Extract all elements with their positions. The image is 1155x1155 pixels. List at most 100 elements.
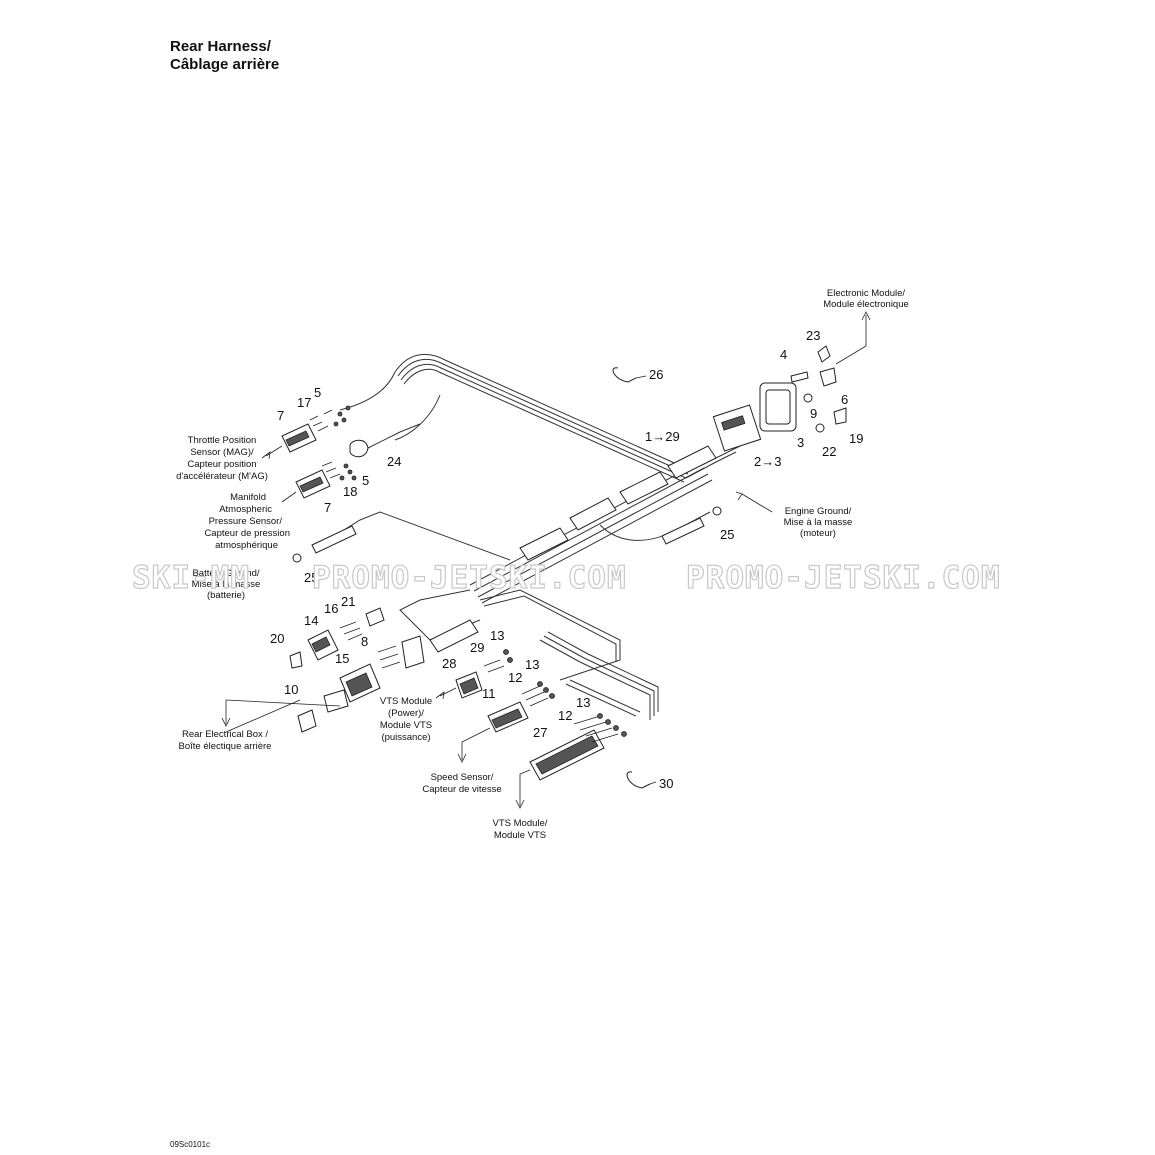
- nut-part-22: [815, 423, 825, 433]
- cover-part-8: [401, 635, 425, 669]
- electronic-module-part-3: [712, 404, 762, 452]
- part-number-5a: 5: [314, 385, 321, 400]
- watermark-center: PROMO-JETSKI.COM: [312, 560, 627, 596]
- lock-part-10: [297, 709, 317, 733]
- part-number-13c: 13: [576, 695, 590, 710]
- callout-battery-ground-line1: Battery Ground/: [192, 568, 259, 579]
- part-number-29: 29: [470, 640, 484, 655]
- part-number-28: 28: [442, 656, 456, 671]
- callout-engine-ground-line3: (moteur): [800, 528, 836, 539]
- terminals-part-12a: [521, 685, 549, 707]
- part-number-25a: 25: [720, 527, 734, 542]
- seal-set-part-5b: [339, 463, 357, 481]
- terminal-part-23: [817, 345, 831, 363]
- tie-wrap-26: [612, 367, 647, 383]
- seals-part-13c: [597, 713, 627, 737]
- part-number-16: 16: [324, 601, 338, 616]
- part-number-13a: 13: [490, 628, 504, 643]
- callout-throttle-line4: d'accélérateur (M'AG): [176, 471, 268, 482]
- seal-set-part-5a: [333, 405, 351, 427]
- callout-throttle-line2: Sensor (MAG)/: [190, 447, 254, 458]
- part-number-9: 9: [810, 406, 817, 421]
- part-number-19: 19: [849, 431, 863, 446]
- part-number-14: 14: [304, 613, 318, 628]
- callout-electronic-module-line2: Module électronique: [823, 299, 909, 310]
- callout-manifold-line4: Capteur de pression: [204, 528, 290, 539]
- screw-part-4: [790, 371, 809, 383]
- terminals-part-8: [377, 645, 401, 669]
- part-number-1-29: 1→29: [645, 429, 680, 444]
- part-number-5b: 5: [362, 473, 369, 488]
- part-number-6: 6: [841, 392, 848, 407]
- part-number-7b: 7: [324, 500, 331, 515]
- callout-rear-box-line2: Boîte électique arrière: [179, 741, 272, 752]
- part-number-17: 17: [297, 395, 311, 410]
- tie-wrap-30: [626, 771, 657, 789]
- callout-throttle-line1: Throttle Position: [188, 435, 257, 446]
- nut-part-9: [803, 393, 813, 403]
- seals-part-13: [503, 649, 555, 699]
- part-number-12a: 12: [508, 670, 522, 685]
- vts-connector-group: [435, 491, 773, 809]
- terminals-part-12b: [573, 715, 619, 743]
- title-english: Rear Harness/: [170, 38, 271, 55]
- electronic-module-group: [712, 311, 871, 452]
- title-french: Câblage arrière: [170, 56, 280, 73]
- seal-part-21: [365, 607, 385, 627]
- callout-vts-power-line4: (puissance): [381, 732, 430, 743]
- callout-speed-sensor-line2: Capteur de vitesse: [422, 784, 501, 795]
- part-number-26: 26: [649, 367, 663, 382]
- callout-vts-module-line1: VTS Module/: [493, 818, 548, 829]
- part-number-24: 24: [387, 454, 401, 469]
- part-number-20: 20: [270, 631, 284, 646]
- part-number-21: 21: [341, 594, 355, 609]
- callout-battery-ground-line3: (batterie): [207, 590, 245, 601]
- engine-ground-ring-terminal: [712, 506, 722, 516]
- callout-vts-power-line1: VTS Module: [380, 696, 432, 707]
- part-number-30: 30: [659, 776, 673, 791]
- callout-manifold-line5: atmosphérique: [215, 540, 278, 551]
- battery-ground-ring-terminal: [292, 553, 302, 563]
- part-numbers: 23 4 26 6 9 3 19 22 1→29 2→3 5 17 7 24 1…: [270, 328, 863, 791]
- callout-speed-sensor-line1: Speed Sensor/: [431, 772, 494, 783]
- watermark-left: SKI-MM: [132, 560, 250, 596]
- part-number-27: 27: [533, 725, 547, 740]
- callout-vts-module-line2: Module VTS: [494, 830, 546, 841]
- watermark-right: PROMO-JETSKI.COM: [686, 560, 1001, 596]
- throttle-connector-group: [261, 405, 421, 503]
- page-title: Rear Harness/ Câblage arrière: [170, 38, 279, 74]
- callout-manifold-line1: Manifold: [230, 492, 266, 503]
- terminals-part-16: [339, 621, 363, 641]
- part-number-22: 22: [822, 444, 836, 459]
- callout-manifold-line2: Atmospheric: [219, 504, 272, 515]
- callout-vts-power-line2: (Power)/: [388, 708, 424, 719]
- bracket-part-6: [819, 367, 837, 387]
- part-number-15: 15: [335, 651, 349, 666]
- part-number-18: 18: [343, 484, 357, 499]
- part-number-23: 23: [806, 328, 820, 343]
- callout-engine-ground-line1: Engine Ground/: [785, 506, 852, 517]
- callout-rear-box-line1: Rear Electrical Box /: [182, 729, 268, 740]
- part-number-8: 8: [361, 634, 368, 649]
- bracket-part-19: [833, 407, 847, 425]
- callout-electronic-module-line1: Electronic Module/: [827, 288, 906, 299]
- part-number-10: 10: [284, 682, 298, 697]
- grommet-part-24: [349, 439, 369, 458]
- part-number-7a: 7: [277, 408, 284, 423]
- callout-vts-power-line3: Module VTS: [380, 720, 432, 731]
- rear-box-connector-group: [221, 607, 425, 733]
- main-harness-bundle: [292, 353, 741, 720]
- terminals-part-29: [483, 659, 505, 673]
- callout-labels: Electronic Module/ Module électronique T…: [176, 288, 909, 841]
- part-number-4: 4: [780, 347, 787, 362]
- watermark: SKI-MM PROMO-JETSKI.COM PROMO-JETSKI.COM: [131, 559, 1001, 596]
- callout-engine-ground-line2: Mise à la masse: [784, 517, 853, 528]
- part-number-13b: 13: [525, 657, 539, 672]
- part-number-11: 11: [482, 686, 496, 701]
- lock-part-20: [289, 651, 303, 669]
- part-number-2-3: 2→3: [754, 454, 781, 469]
- part-number-3: 3: [797, 435, 804, 450]
- callout-manifold-line3: Pressure Sensor/: [209, 516, 283, 527]
- part-number-25b: 25: [304, 570, 318, 585]
